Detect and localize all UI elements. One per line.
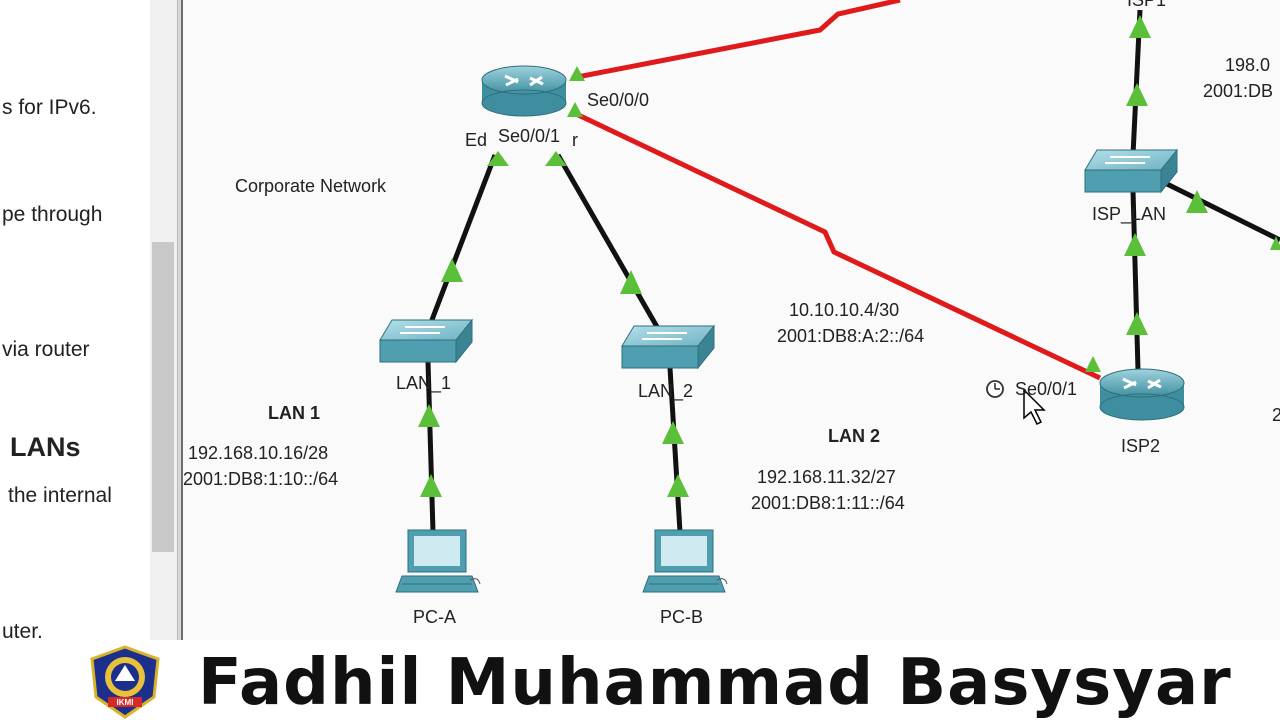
isp2-label: ISP2	[1121, 436, 1161, 456]
isp2-router-icon[interactable]	[1099, 368, 1185, 421]
link-up-indicator	[1129, 15, 1151, 38]
lan1-title: LAN 1	[268, 403, 321, 423]
link-up-indicator	[569, 66, 585, 81]
ethernet-link-lan2[interactable]	[555, 153, 663, 334]
link-status-indicators	[418, 15, 1280, 497]
wan-ipv6: 2001:DB8:A:2::/64	[777, 326, 925, 346]
instruction-text: the internal	[8, 484, 112, 507]
instruction-heading: LANs	[10, 432, 81, 462]
corporate-network-label: Corporate Network	[235, 176, 387, 196]
link-up-indicator	[620, 270, 642, 294]
link-up-indicator	[1124, 233, 1146, 256]
isp-lan-switch-label: ISP_LAN	[1092, 204, 1167, 224]
logical-workspace[interactable]	[183, 0, 1280, 640]
pc-a-icon[interactable]	[395, 529, 481, 593]
author-name: Fadhil Muhammad Basysyar	[198, 646, 1232, 720]
pc-b-label: PC-B	[660, 607, 704, 627]
interface-se001-label: Se0/0/1	[496, 126, 563, 147]
link-up-indicator	[1270, 236, 1280, 250]
link-up-indicator	[487, 151, 509, 166]
serial-link-isp1[interactable]	[571, 0, 901, 81]
lan1-ipv4: 192.168.10.16/28	[188, 443, 329, 463]
link-up-indicator	[1085, 356, 1101, 372]
instruction-text: s for IPv6.	[2, 96, 97, 119]
ethernet-link-pcb[interactable]	[667, 367, 683, 533]
scrollbar-thumb[interactable]	[152, 242, 174, 552]
interface-se000-label: Se0/0/0	[587, 90, 650, 110]
link-up-indicator	[441, 258, 463, 282]
edge-router-label-tail: r	[572, 130, 578, 150]
lan2-switch-label: LAN_2	[638, 381, 694, 401]
isp1-label: ISP1	[1127, 0, 1167, 10]
instruction-text: via router	[2, 338, 90, 361]
ethernet-link-pca[interactable]	[425, 361, 436, 533]
link-up-indicator	[418, 404, 440, 427]
edge-router-label: Ed	[465, 130, 488, 150]
link-up-indicator	[662, 421, 684, 444]
topology-canvas	[379, 0, 1280, 593]
lan1-switch-label: LAN_1	[396, 373, 452, 393]
right-edge-partial: 2	[1272, 405, 1280, 425]
lan2-switch-icon[interactable]	[621, 324, 716, 370]
link-up-indicator	[1126, 83, 1148, 106]
link-up-indicator	[420, 474, 442, 497]
link-up-indicator	[667, 474, 689, 497]
instruction-text: pe through	[2, 203, 103, 226]
right-ipv6-partial: 2001:DB	[1203, 81, 1274, 101]
right-ipv4-partial: 198.0	[1225, 55, 1271, 75]
lan1-switch-icon[interactable]	[379, 318, 474, 364]
serial-link-isp2[interactable]	[570, 109, 1102, 381]
ethernet-link-lan1[interactable]	[427, 154, 498, 326]
pane-splitter[interactable]	[177, 0, 184, 640]
instruction-text: uter.	[2, 620, 43, 640]
ethernet-link-right[interactable]	[1163, 180, 1280, 243]
lan2-title: LAN 2	[828, 426, 881, 446]
lan1-ipv6: 2001:DB8:1:10::/64	[183, 469, 339, 489]
ikmi-logo-icon: IKMI	[90, 645, 160, 719]
isp2-interface-label: Se0/0/1	[1015, 379, 1078, 399]
link-up-indicator	[1186, 190, 1208, 213]
pc-a-label: PC-A	[413, 607, 457, 627]
lan2-ipv4: 192.168.11.32/27	[757, 467, 896, 487]
logo-text: IKMI	[117, 698, 134, 707]
link-up-indicator	[567, 102, 583, 117]
instructions-pane: s for IPv6. pe through via router LANs t…	[0, 0, 150, 640]
ethernet-link-isp2[interactable]	[1130, 189, 1141, 371]
footer-banner	[0, 640, 1280, 720]
mouse-cursor-icon	[1023, 388, 1046, 426]
link-up-indicator	[1126, 312, 1148, 335]
pc-b-icon[interactable]	[642, 529, 728, 593]
pane-border	[181, 0, 183, 640]
clock-icon	[986, 380, 1004, 398]
wan-ipv4: 10.10.10.4/30	[789, 300, 900, 320]
edge-router-icon[interactable]	[481, 65, 567, 117]
link-up-indicator	[545, 151, 567, 166]
lan2-ipv6: 2001:DB8:1:11::/64	[751, 493, 905, 513]
isp-lan-switch-icon[interactable]	[1084, 148, 1179, 194]
